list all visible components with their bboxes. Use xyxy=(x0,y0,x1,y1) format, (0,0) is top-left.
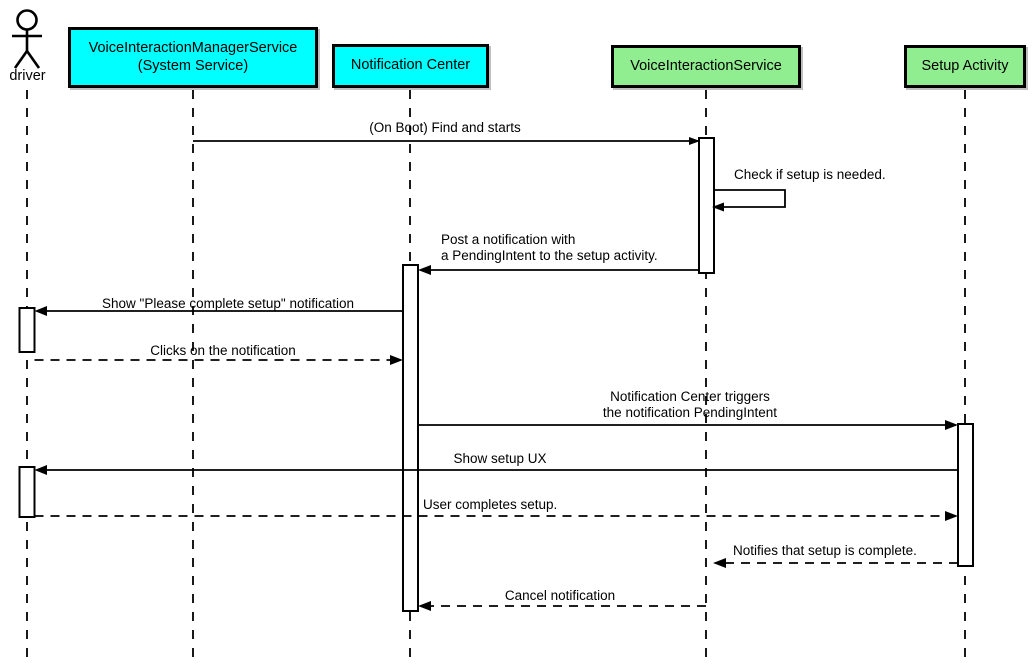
message-arrow-8-head xyxy=(945,511,958,521)
participant-box-vims[interactable]: VoiceInteractionManagerService (System S… xyxy=(68,27,318,88)
participant-box-setup-activity[interactable]: Setup Activity xyxy=(904,45,1026,88)
message-arrow-9-head xyxy=(713,558,726,568)
message-label-6: Notification Center triggers the notific… xyxy=(602,389,778,421)
message-label-8: User completes setup. xyxy=(423,497,558,512)
message-label-9: Notifies that setup is complete. xyxy=(733,543,917,558)
message-arrow-10-head xyxy=(418,601,431,611)
participant-box-vis[interactable]: VoiceInteractionService xyxy=(611,45,801,88)
activation-vis xyxy=(698,137,715,274)
message-arrow-2-self xyxy=(714,189,786,208)
activation-driver-2 xyxy=(18,466,36,518)
message-label-4: Show "Please complete setup" notificatio… xyxy=(102,296,354,311)
activation-driver-1 xyxy=(18,307,36,353)
message-label-3: Post a notification with a PendingIntent… xyxy=(441,232,658,264)
actor-driver-icon xyxy=(12,9,42,69)
activation-notification-center xyxy=(402,264,419,612)
message-label-10: Cancel notification xyxy=(504,588,616,603)
actor-driver-label: driver xyxy=(9,68,46,84)
message-label-2: Check if setup is needed. xyxy=(734,167,886,182)
message-arrow-6-head xyxy=(945,420,958,430)
message-arrow-3-head xyxy=(418,265,431,275)
message-arrow-7-head xyxy=(34,465,47,475)
message-label-1: (On Boot) Find and starts xyxy=(369,120,521,135)
activation-setup-activity xyxy=(957,423,974,567)
message-label-7: Show setup UX xyxy=(453,451,547,466)
message-label-5: Clicks on the notification xyxy=(150,343,296,358)
activation-bars xyxy=(18,137,974,612)
participant-box-notification-center[interactable]: Notification Center xyxy=(332,44,489,88)
message-arrow-4-head xyxy=(34,306,47,316)
message-arrow-2-head xyxy=(712,202,724,212)
message-arrow-5-head xyxy=(390,355,403,365)
